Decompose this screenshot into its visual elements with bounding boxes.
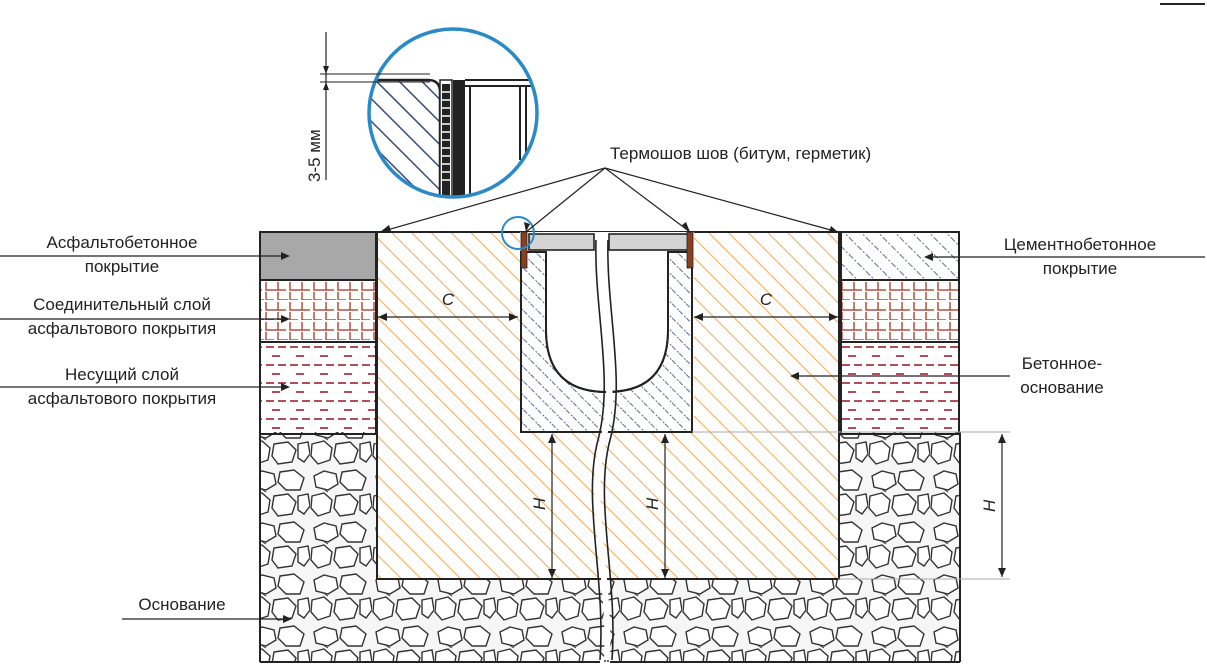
right-bearing-course bbox=[840, 341, 960, 435]
h-label-mid: H bbox=[643, 497, 662, 510]
asphalt-binder-course bbox=[259, 279, 377, 343]
gap-dimension-label: 3-5 мм bbox=[305, 129, 324, 182]
seal-label: Термошов шов (битум, герметик) bbox=[610, 144, 871, 163]
label-cement-1: Цементнобетонное bbox=[1004, 235, 1156, 254]
h-dimension-right: H bbox=[692, 431, 1010, 580]
right-binder-course bbox=[840, 279, 960, 343]
cement-concrete-pavement bbox=[840, 231, 960, 281]
detail-ring bbox=[367, 27, 539, 199]
c-dimension-left: C bbox=[378, 290, 518, 321]
left-labels: Асфальтобетонное покрытие Соединительный… bbox=[0, 233, 292, 623]
detail-marker-circle bbox=[501, 216, 535, 250]
label-asphalt-2: покрытие bbox=[85, 257, 160, 276]
asphalt-bearing-course bbox=[259, 341, 377, 435]
label-binder-2: асфальтового покрытия bbox=[28, 319, 216, 338]
h-dimension-left: H bbox=[530, 434, 556, 578]
expansion-joint-crack bbox=[591, 239, 618, 661]
gap-dimension: 3-5 мм bbox=[305, 32, 430, 182]
label-base: Основание bbox=[138, 595, 225, 614]
h-dimension-mid: H bbox=[643, 434, 669, 578]
right-labels: Цементнобетонное покрытие Бетонное- осно… bbox=[790, 3, 1205, 397]
h-label-left: H bbox=[530, 497, 549, 510]
h-label-right: H bbox=[980, 499, 999, 512]
label-concrete-1: Бетонное- bbox=[1022, 354, 1102, 373]
seal-right bbox=[686, 231, 694, 269]
label-bearing-1: Несущий слой bbox=[65, 365, 179, 384]
seal-left bbox=[520, 231, 528, 269]
seal-callout: Термошов шов (битум, герметик) bbox=[379, 144, 871, 233]
detail-seal-strip bbox=[441, 84, 451, 197]
label-concrete-2: основание bbox=[1020, 378, 1103, 397]
label-binder-1: Соединительный слой bbox=[33, 295, 211, 314]
channel-grating bbox=[520, 231, 694, 269]
label-bearing-2: асфальтового покрытия bbox=[28, 389, 216, 408]
c-dimension-right: C bbox=[694, 290, 838, 321]
c-label-right: C bbox=[760, 290, 773, 309]
label-cement-2: покрытие bbox=[1043, 259, 1118, 278]
c-label-left: C bbox=[442, 290, 455, 309]
label-asphalt-1: Асфальтобетонное bbox=[47, 233, 198, 252]
detail-magnifier bbox=[367, 27, 539, 250]
